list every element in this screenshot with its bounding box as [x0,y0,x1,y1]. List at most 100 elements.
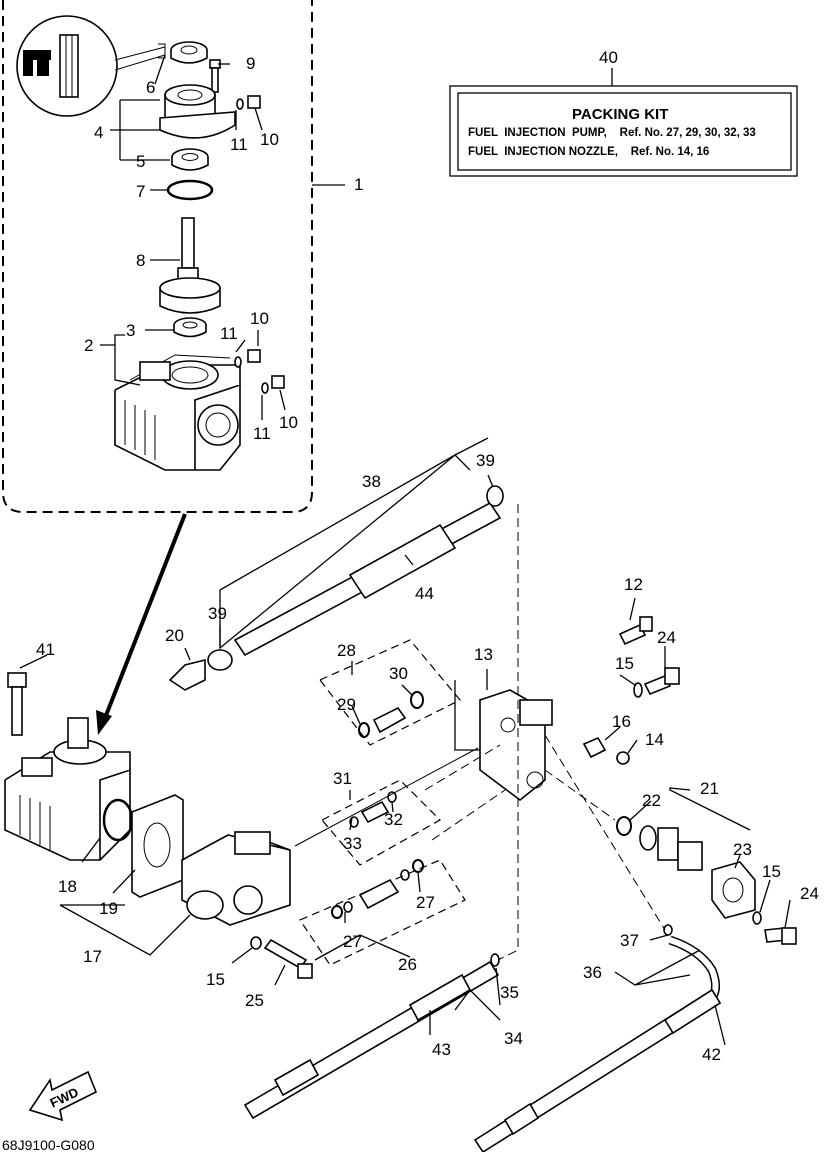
callout-15-right: 15 [615,654,634,673]
callout-10-low: 10 [279,413,298,432]
callout-33: 33 [343,834,362,853]
callout-25: 25 [245,991,264,1010]
callout-8: 8 [136,251,145,270]
injection-pump-body [181,831,291,926]
pipe-36-42 [473,935,722,1152]
callout-11-low: 11 [253,424,271,443]
callout-44: 44 [415,584,434,603]
callout-1: 1 [354,175,363,194]
callout-14: 14 [645,730,664,749]
callout-15-far: 15 [762,862,781,881]
callout-36: 36 [583,963,602,982]
callout-4: 4 [94,123,103,142]
clip-16 [582,736,607,759]
callout-10-mid: 10 [250,309,269,328]
callout-9: 9 [246,54,255,73]
bracket-13 [479,689,553,802]
callout-26: 26 [398,955,417,974]
callout-23: 23 [733,840,752,859]
callout-34: 34 [504,1029,523,1048]
callout-31: 31 [333,769,352,788]
callout-24-top: 24 [657,628,676,647]
callout-11-upper: 11 [230,135,248,154]
callout-41: 41 [36,640,55,659]
box-leaders [100,54,345,420]
callout-21: 21 [700,779,719,798]
kit-28-group [319,639,461,746]
callout-42: 42 [702,1045,721,1064]
callout-24-lower: 24 [800,884,819,903]
callout-10-upper: 10 [260,130,279,149]
callout-32: 32 [384,810,403,829]
callout-13: 13 [474,645,493,664]
shaft-8 [159,217,221,314]
diagram-code: 68J9100-G080 [2,1137,95,1152]
pipe-34 [243,960,500,1120]
callout-12: 12 [624,575,643,594]
clamp-39 [486,485,504,507]
callout-37: 37 [620,931,639,950]
callout-16: 16 [612,712,631,731]
kit-title: PACKING KIT [572,106,668,123]
callout-30: 30 [389,664,408,683]
bolt-25 [263,938,313,979]
callout-3: 3 [126,321,135,340]
bearing-6 [170,41,208,64]
kit-26-group [299,859,466,966]
assembly-box-dashed [2,0,313,513]
bolt-24-top [643,667,680,696]
detail-magnifier [16,15,166,117]
callout-18: 18 [58,877,77,896]
nozzle-20 [168,649,233,691]
nut-10-low [271,375,285,389]
sensor-21 [639,825,703,871]
callout-35: 35 [500,983,519,1002]
bolt-12 [618,616,653,646]
bolt-9 [209,59,221,93]
washer-15-left [250,936,262,950]
kit-line-nozzle: FUEL INJECTION NOZZLE, Ref. No. 14, 16 [468,146,709,158]
nut-10-mid [247,349,261,363]
callout-27-left: 27 [343,932,362,951]
washer-15-right [633,682,643,698]
packing-kit-box [449,68,798,177]
callout-39-left: 39 [208,604,227,623]
pump-body-2 [114,354,241,471]
washer-15-far [752,911,762,925]
callout-39-top: 39 [476,451,495,470]
callout-15-left: 15 [206,970,225,989]
pipe-38 [233,501,502,657]
callout-38: 38 [362,472,381,491]
o-ring-7 [166,179,214,201]
callout-27-right: 27 [416,893,435,912]
gasket-23 [711,861,756,919]
callout-17: 17 [83,947,102,966]
washer-11-mid [234,356,242,368]
bearing-5 [171,148,209,171]
washer-11-low [261,382,269,394]
callout-20: 20 [165,626,184,645]
o-ring-22 [616,816,632,836]
clip-37 [663,924,673,936]
callout-11-mid: 11 [220,324,238,343]
clip-35 [490,953,500,967]
bolt-14 [616,751,630,765]
callout-6: 6 [146,78,155,97]
lower-leaders [19,437,791,1046]
callout-5: 5 [136,152,145,171]
callout-28: 28 [337,641,356,660]
callout-40: 40 [599,48,618,67]
callout-19: 19 [99,899,118,918]
assembly-arrow [96,513,187,735]
bolt-24-lower [764,927,797,945]
fwd-arrow [28,1070,98,1122]
housing-4 [159,84,236,139]
callout-2: 2 [84,336,93,355]
guide-lines [294,504,666,961]
bearing-3 [173,317,207,338]
gasket-19 [131,794,184,898]
callout-29: 29 [337,695,356,714]
washer-11-upper [236,98,244,110]
pump-body-lower [4,717,131,861]
